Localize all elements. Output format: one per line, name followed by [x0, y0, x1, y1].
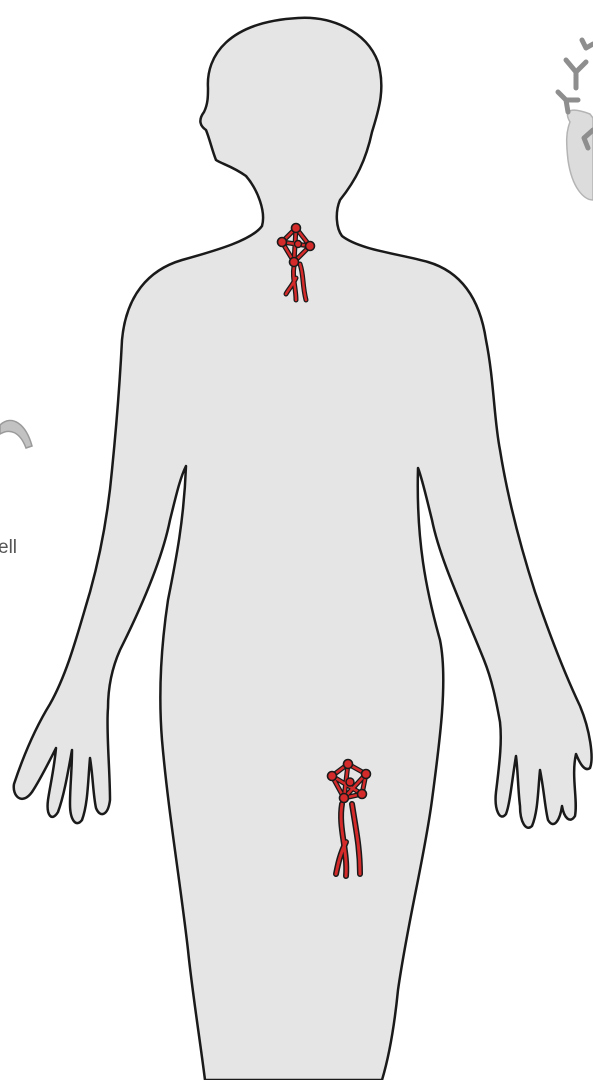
curved-cell-icon — [0, 421, 32, 448]
human-body-silhouette — [14, 18, 592, 1080]
antibody-cluster-icon — [558, 40, 593, 200]
cell-label-partial: ell — [0, 537, 17, 559]
